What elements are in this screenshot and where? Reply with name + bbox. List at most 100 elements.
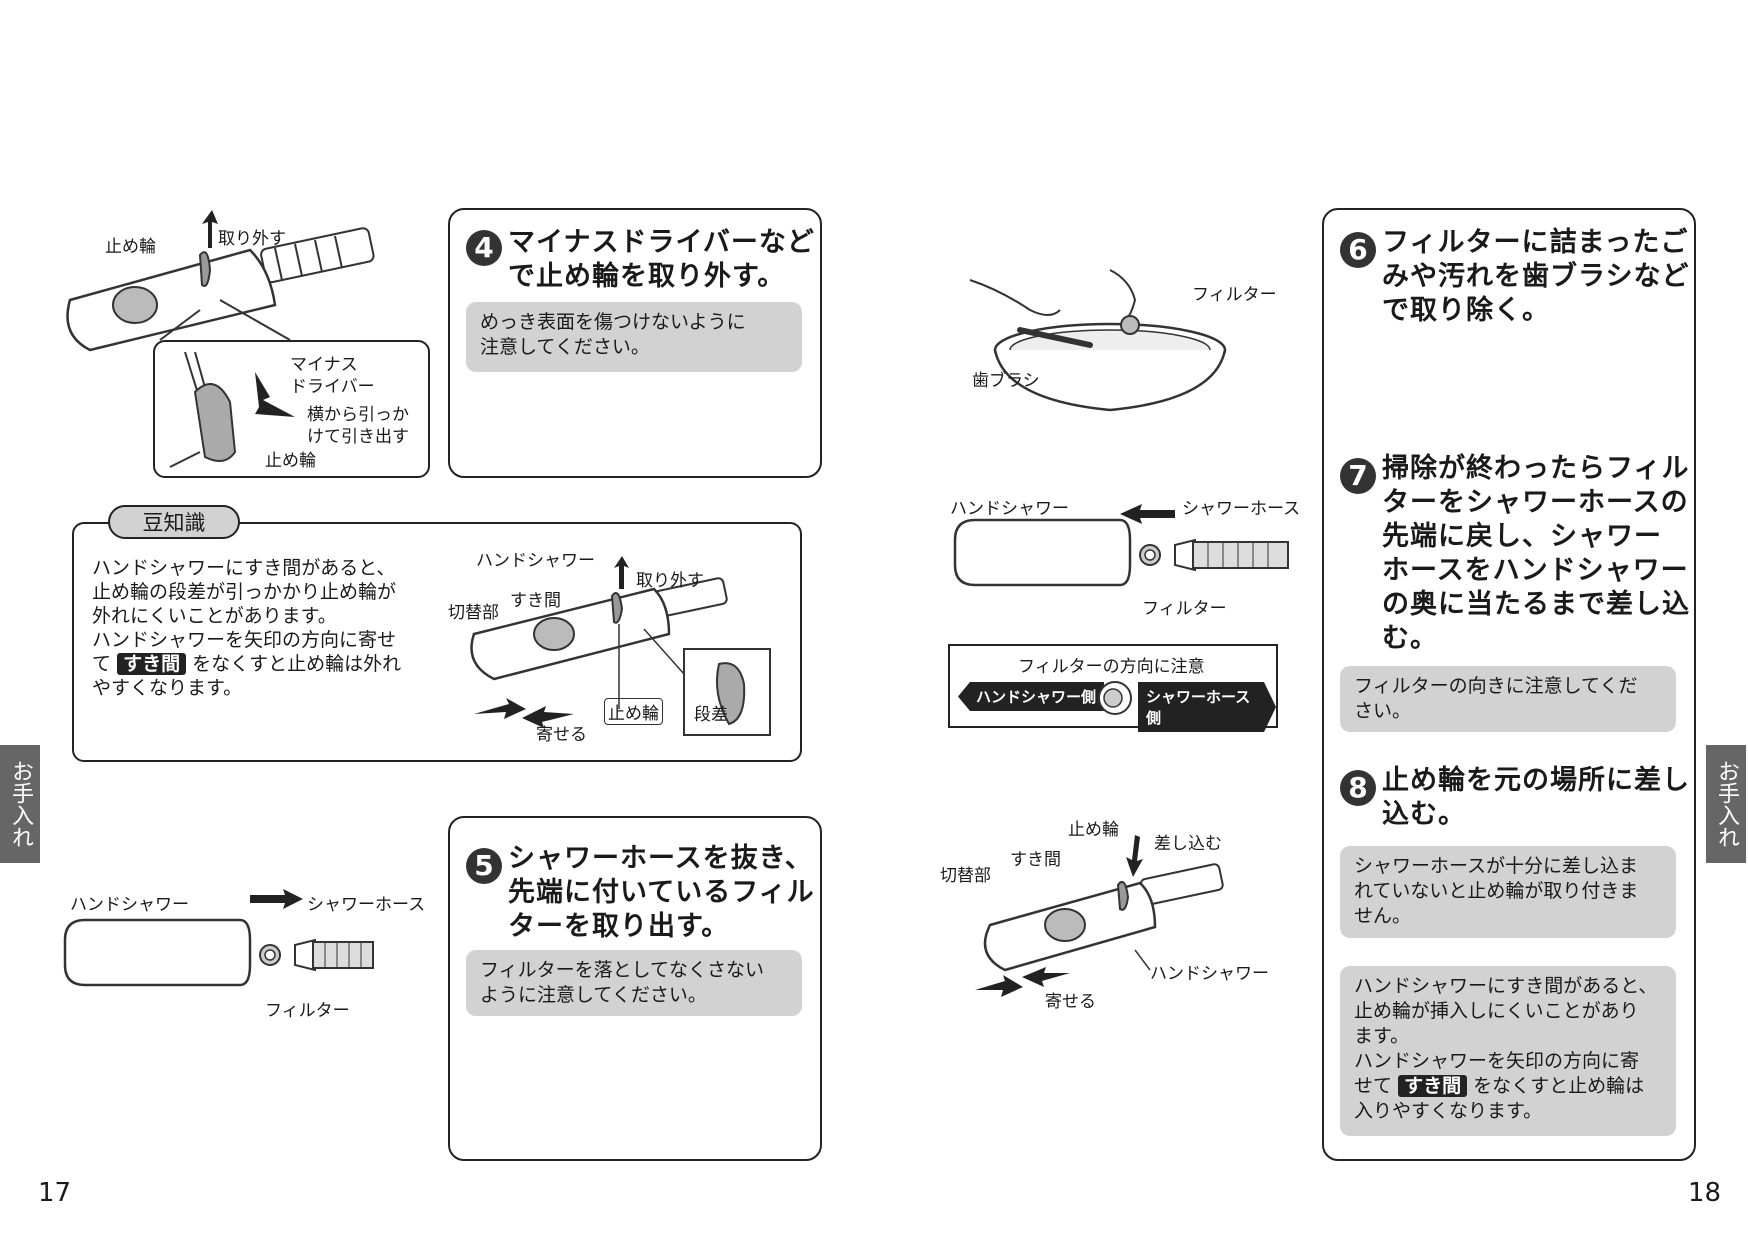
step4-note-1: めっき表面を傷つけないように <box>480 311 746 333</box>
step7-title-4: ホースをハンドシャワー <box>1382 555 1689 586</box>
tip-fig-push-label: 寄せる <box>536 725 587 745</box>
step4-title-2: で止め輪を取り外す。 <box>508 261 786 292</box>
step6-title-1: フィルターに詰まったご <box>1382 227 1689 258</box>
step5-note: フィルターを落としてなくさない ように注意してください。 <box>466 950 802 1016</box>
fig4-pull-label-2: けて引き出す <box>307 427 409 447</box>
tip-line-1: ハンドシャワーにすき間があると、 <box>92 557 396 579</box>
tip-figure <box>470 556 771 736</box>
step4-note: めっき表面を傷つけないように 注意してください。 <box>466 302 802 372</box>
fig4-zoom-box: マイナス ドライバー 横から引っか けて引き出す 止め輪 <box>153 340 430 478</box>
tip-fig-ring-label: 止め輪 <box>604 698 663 725</box>
fig4-driver-label-1: マイナス <box>290 355 358 375</box>
step4-box: 4 マイナスドライバーなど で止め輪を取り外す。 めっき表面を傷つけないように … <box>448 208 822 478</box>
step8-number: 8 <box>1340 770 1376 806</box>
tip-line-4: ハンドシャワーを矢印の方向に寄せ <box>92 629 397 651</box>
fig4-illustration: 止め輪 取り外す <box>50 210 440 480</box>
tip-text: ハンドシャワーにすき間があると、 止め輪の段差が引っかかり止め輪が 外れにくいこ… <box>92 556 401 700</box>
fig4-pull-label-1: 横から引っか <box>307 405 409 425</box>
tip-fig-switch-label: 切替部 <box>448 603 499 623</box>
step7-title-1: 掃除が終わったらフィル <box>1382 453 1690 484</box>
step8-note-2: ハンドシャワーにすき間があると、 止め輪が挿入しにくいことがあり ます。 ハンド… <box>1340 966 1676 1136</box>
tip-line-6: やすくなります。 <box>92 677 243 699</box>
step7-note: フィルターの向きに注意してくだ さい。 <box>1340 666 1676 732</box>
step8-note2-line-4: ハンドシャワーを矢印の方向に寄 <box>1354 1050 1640 1072</box>
step7-title-3: 先端に戻し、シャワー <box>1382 521 1662 552</box>
fig7-side-hand: ハンドシャワー側 <box>958 682 1105 711</box>
fig7-filter-label: フィルター <box>1142 599 1227 619</box>
tip-gap-highlight: すき間 <box>117 653 187 675</box>
fig4-drawing <box>66 210 375 352</box>
fig5-drawing <box>63 889 374 987</box>
step8-note2-line-2: 止め輪が挿入しにくいことがあり <box>1354 1000 1639 1022</box>
fig7-caution-title: フィルターの方向に注意 <box>1018 657 1205 677</box>
step4-note-2: 注意してください。 <box>480 336 650 358</box>
step4-number: 4 <box>466 230 502 266</box>
step4-title-1: マイナスドライバーなど <box>508 227 815 258</box>
tip-box: ハンドシャワーにすき間があると、 止め輪の段差が引っかかり止め輪が 外れにくいこ… <box>72 522 802 762</box>
fig7-hose-label: シャワーホース <box>1182 499 1301 519</box>
tip-line-3: 外れにくいことがあります。 <box>92 605 337 627</box>
step6-title-2: みや汚れを歯ブラシなど <box>1382 261 1690 292</box>
step7-note-1: フィルターの向きに注意してくだ <box>1354 675 1638 697</box>
step8-note2-line-5: せて すき間 をなくすと止め輪は <box>1354 1075 1645 1097</box>
tip-fig-gap-label: すき間 <box>510 591 561 611</box>
fig8-drawing <box>975 835 1224 997</box>
fig7-side-hose: シャワーホース側 <box>1138 682 1276 732</box>
step8-note2-line-1: ハンドシャワーにすき間があると、 <box>1354 975 1658 997</box>
fig7-drawing <box>953 504 1289 587</box>
fig6-brush-label: 歯ブラシ <box>972 371 1040 391</box>
fig8-hand-label: ハンドシャワー <box>1150 964 1269 984</box>
step8-note2-line-6: 入りやすくなります。 <box>1354 1100 1543 1122</box>
tip-line-2: 止め輪の段差が引っかかり止め輪が <box>92 581 397 603</box>
fig8-insert-label: 差し込む <box>1154 834 1222 854</box>
fig5-filter-label: フィルター <box>265 1001 350 1021</box>
step7-note-2: さい。 <box>1354 700 1412 722</box>
step8-note1-line-2: れていないと止め輪が取り付きま <box>1354 880 1639 902</box>
fig7-filter-icon <box>1098 681 1132 715</box>
step8-title-2: 込む。 <box>1382 799 1466 830</box>
step8-note-1: シャワーホースが十分に差し込ま れていないと止め輪が取り付きま せん。 <box>1340 846 1676 938</box>
fig8-push-label: 寄せる <box>1045 992 1096 1012</box>
tip-heading: 豆知識 <box>108 505 240 539</box>
step5-note-2: ように注意してください。 <box>480 984 707 1006</box>
fig8-ring-label: 止め輪 <box>1068 820 1119 840</box>
fig8-illustration: 止め輪 差し込む すき間 切替部 ハンドシャワー 寄せる <box>940 815 1280 1015</box>
step6-number: 6 <box>1340 232 1376 268</box>
fig4-ring2-label: 止め輪 <box>265 451 316 471</box>
fig6-filter-label: フィルター <box>1192 285 1277 305</box>
fig6-drawing <box>969 269 1227 412</box>
fig4-zoom-drawing <box>169 351 295 468</box>
fig6-illustration: フィルター 歯ブラシ <box>960 250 1300 420</box>
side-tab-right: お手入れ <box>1706 745 1746 863</box>
fig4-driver-label-2: ドライバー <box>290 377 375 397</box>
step8-note1-line-1: シャワーホースが十分に差し込ま <box>1354 855 1639 877</box>
step6-title-3: で取り除く。 <box>1382 295 1550 326</box>
side-tab-left: お手入れ <box>0 745 40 863</box>
step7-title-6: む。 <box>1382 623 1438 654</box>
steps-678-box: 6 フィルターに詰まったご みや汚れを歯ブラシなど で取り除く。 7 掃除が終わ… <box>1322 208 1696 1161</box>
step8-title-1: 止め輪を元の場所に差し <box>1382 765 1690 796</box>
step7-number: 7 <box>1340 458 1376 494</box>
step5-box: 5 シャワーホースを抜き、 先端に付いているフィル ターを取り出す。 フィルター… <box>448 816 822 1161</box>
fig4-remove-label: 取り外す <box>218 229 286 249</box>
step5-title-2: 先端に付いているフィル <box>508 877 815 908</box>
step5-number: 5 <box>466 848 502 884</box>
tip-fig-step-label: 段差 <box>694 705 728 725</box>
tip-fig-remove-label: 取り外す <box>636 571 704 591</box>
fig4-ring-label: 止め輪 <box>105 237 156 257</box>
step8-note1-line-3: せん。 <box>1354 905 1412 927</box>
step7-title-2: ターをシャワーホースの <box>1382 487 1689 518</box>
tip-fig-hand-label: ハンドシャワー <box>476 551 595 571</box>
fig5-illustration: ハンドシャワー シャワーホース フィルター <box>55 889 435 1030</box>
fig7-caution-box: フィルターの方向に注意 ハンドシャワー側 シャワーホース側 <box>948 644 1278 728</box>
fig5-hand-label: ハンドシャワー <box>70 895 189 915</box>
step5-title-1: シャワーホースを抜き、 <box>508 843 813 874</box>
step5-note-1: フィルターを落としてなくさない <box>480 959 765 981</box>
fig7-hand-label: ハンドシャワー <box>950 499 1069 519</box>
step5-title-3: ターを取り出す。 <box>508 911 730 942</box>
fig8-switch-label: 切替部 <box>940 866 991 886</box>
step7-title-5: の奥に当たるまで差し込 <box>1382 589 1690 620</box>
fig5-hose-label: シャワーホース <box>307 895 426 915</box>
step8-note2-line-3: ます。 <box>1354 1025 1410 1047</box>
fig7-illustration: ハンドシャワー シャワーホース フィルター <box>940 490 1320 630</box>
